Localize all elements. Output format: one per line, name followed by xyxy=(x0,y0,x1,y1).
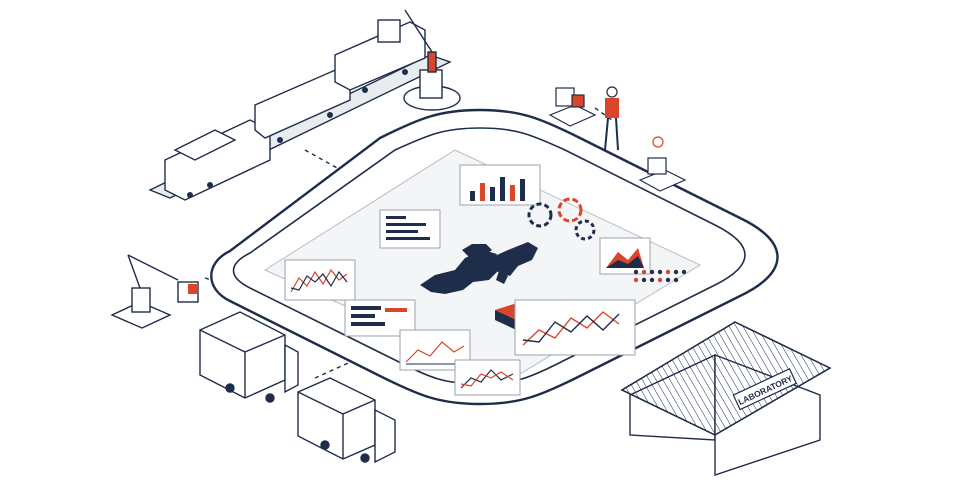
chart-card-donuts xyxy=(527,197,596,241)
chart-card-top xyxy=(459,164,541,206)
warehouse-icon: LABORATORY xyxy=(620,321,832,476)
chart-card-line xyxy=(284,259,356,301)
container-truck-icon xyxy=(199,311,299,403)
chart-cards xyxy=(284,164,687,396)
world-map-icon xyxy=(420,242,538,294)
robotic-arm-icon xyxy=(377,9,461,111)
chart-card-line-large xyxy=(514,299,636,356)
chart-card-bottom xyxy=(454,359,521,396)
chart-card-area xyxy=(599,237,651,275)
agv-robot-icon xyxy=(548,87,687,192)
worker-icon xyxy=(604,86,619,151)
freight-train-icon xyxy=(148,21,452,201)
delivery-truck-icon xyxy=(297,377,396,464)
chart-card-dots xyxy=(633,269,687,283)
chart-card-text xyxy=(379,209,441,249)
robotic-arm-icon-left xyxy=(110,254,199,329)
